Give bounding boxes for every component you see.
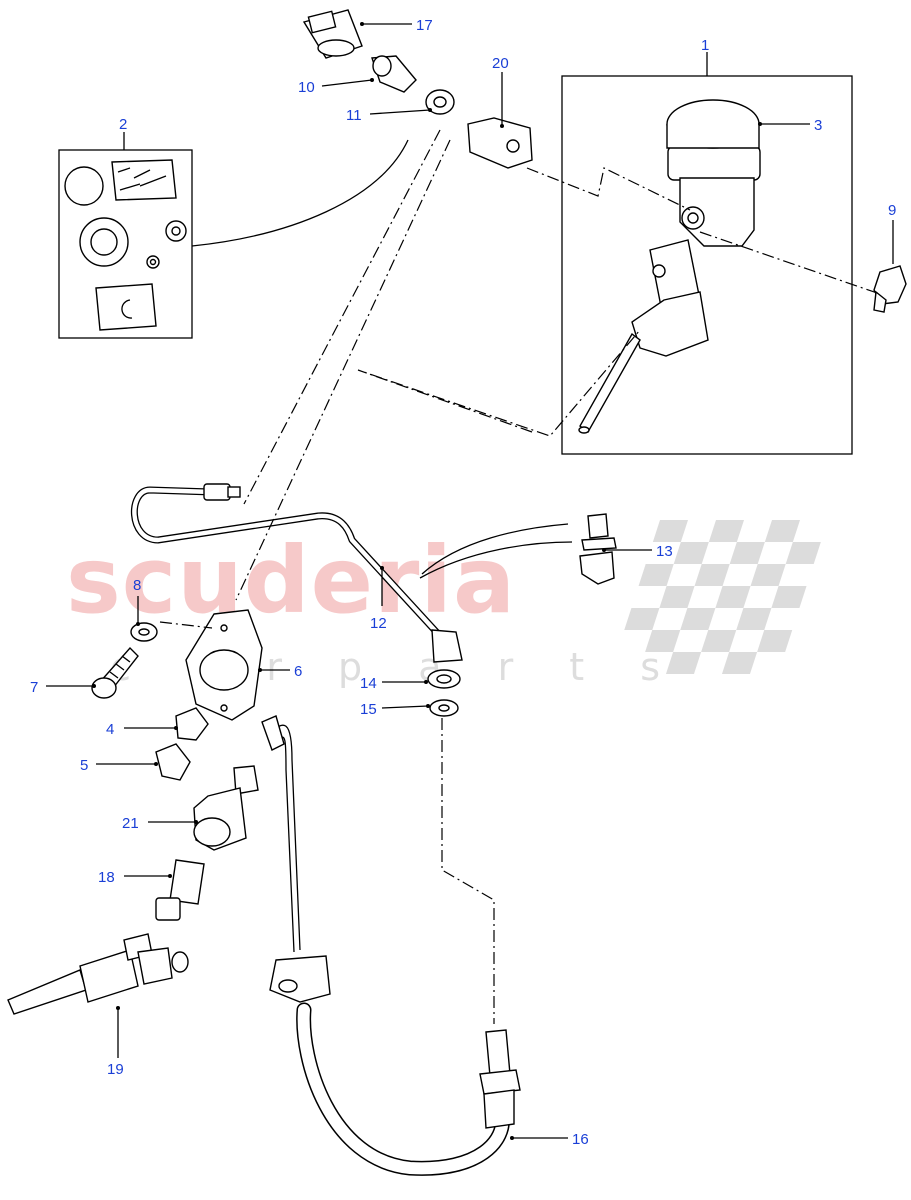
- part-9-cap-nut: [873, 265, 907, 313]
- watermark-checker-flag: [624, 520, 821, 674]
- part-2-leader-curve: [191, 139, 409, 247]
- part-15-washer: [429, 699, 459, 717]
- part-13-pipe-clip: [579, 513, 617, 585]
- part-10-adaptor: [371, 55, 417, 93]
- callout-12: 12: [370, 615, 387, 632]
- callout-21: 21: [122, 815, 139, 832]
- callout-18: 18: [98, 869, 115, 886]
- callout-1: 1: [701, 37, 709, 54]
- part-16-flexible-hose: [261, 715, 521, 1176]
- callout-10: 10: [298, 79, 315, 96]
- repair-kit-contents: [64, 159, 187, 331]
- part-19-valve-assembly: [7, 933, 189, 1015]
- callout-16: 16: [572, 1131, 589, 1148]
- callout-19: 19: [107, 1061, 124, 1078]
- part-13-leader-lines: [419, 523, 573, 579]
- watermark: scuderia c a r p a r t s: [66, 520, 821, 689]
- callout-7: 7: [30, 679, 38, 696]
- callout-14: 14: [360, 675, 377, 692]
- part-2-kit-box: [58, 149, 193, 339]
- callout-8: 8: [133, 577, 141, 594]
- callout-11: 11: [346, 107, 362, 124]
- callout-13: 13: [656, 543, 673, 560]
- part-21-connector: [193, 765, 259, 851]
- callout-4: 4: [106, 721, 114, 738]
- part-8-washer: [130, 622, 158, 642]
- part-11-washer: [425, 89, 455, 115]
- part-7-bolt: [91, 646, 139, 699]
- part-14-seal: [427, 669, 461, 689]
- watermark-brand-text: scuderia: [66, 527, 516, 634]
- callout-15: 15: [360, 701, 377, 718]
- assembly-dash-lines: [159, 129, 881, 1024]
- part-4-nut: [175, 707, 209, 741]
- callout-6: 6: [294, 663, 302, 680]
- part-18-adaptor: [155, 859, 205, 921]
- callout-20: 20: [492, 55, 509, 72]
- callout-2: 2: [119, 116, 127, 133]
- part-17-sensor: [302, 9, 363, 59]
- part-12-clutch-pipe: [130, 483, 463, 663]
- part-20-union-block: [467, 117, 533, 169]
- callout-9: 9: [888, 202, 896, 219]
- callout-17: 17: [416, 17, 433, 34]
- part-6-gasket-plate: [185, 609, 263, 721]
- callout-3: 3: [814, 117, 822, 134]
- part-5-nut: [155, 743, 191, 781]
- clutch-master-cylinder: [578, 99, 761, 434]
- callout-5: 5: [80, 757, 88, 774]
- callouts: 1 2 3 4 5 6 7 8 9 10 11 12 13: [30, 17, 896, 1148]
